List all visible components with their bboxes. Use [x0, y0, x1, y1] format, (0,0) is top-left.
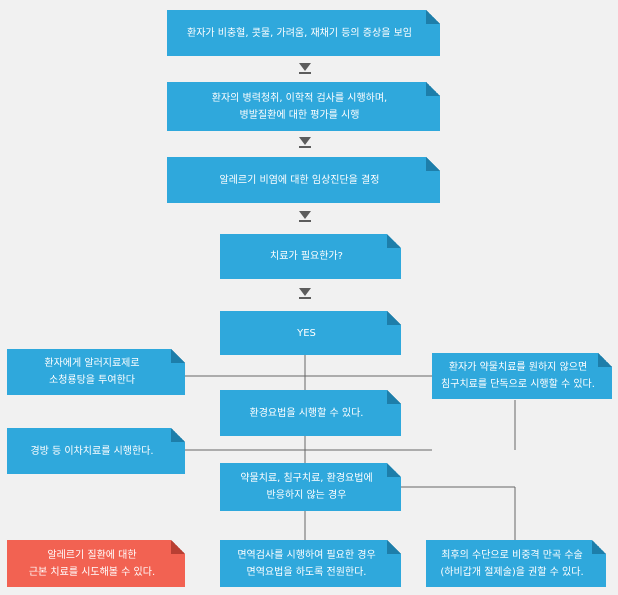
fold-need-treatment [387, 234, 401, 248]
node-root-treatment: 알레르기 질환에 대한 근본 치료를 시도해볼 수 있다. [7, 540, 185, 587]
fold-history [426, 82, 440, 96]
node-yes: YES [220, 311, 401, 355]
fold-acupuncture-only [598, 353, 612, 367]
node-history: 환자의 병력청취, 이학적 검사를 시행하며, 병발질환에 대한 평가를 시행 [167, 82, 440, 131]
fold-environmental [387, 390, 401, 404]
fold-immunotherapy [387, 540, 401, 554]
node-drug-injection: 환자에게 알러지료제로 소청룡탕을 투여한다 [7, 349, 185, 395]
fold-yes [387, 311, 401, 325]
fold-root-treatment [171, 540, 185, 554]
arrow-down-icon [298, 62, 312, 76]
fold-secondary [171, 428, 185, 442]
node-need-treatment: 치료가 필요한가? [220, 234, 401, 279]
arrow-down-icon [298, 210, 312, 224]
node-diagnosis: 알레르기 비염에 대한 임상진단을 결정 [167, 157, 440, 203]
arrow-down-icon [298, 136, 312, 150]
fold-surgery [592, 540, 606, 554]
node-surgery: 최후의 수단으로 비중격 만곡 수술 (하비갑개 절제술)을 권할 수 있다. [426, 540, 606, 587]
fold-symptoms [426, 10, 440, 24]
node-secondary: 경방 등 이차치료를 시행한다. [7, 428, 185, 474]
node-acupuncture-only: 환자가 약물치료를 원하지 않으면 침구치료를 단독으로 시행할 수 있다. [432, 353, 612, 399]
arrow-down-icon [298, 287, 312, 301]
fold-drug-injection [171, 349, 185, 363]
node-immunotherapy: 면역검사를 시행하여 필요한 경우 면역요법을 하도록 전원한다. [220, 540, 401, 587]
fold-no-response [387, 463, 401, 477]
node-no-response: 약물치료, 침구치료, 환경요법에 반응하지 않는 경우 [220, 463, 401, 511]
node-environmental: 환경요법을 시행할 수 있다. [220, 390, 401, 436]
fold-diagnosis [426, 157, 440, 171]
node-symptoms: 환자가 비충혈, 콧물, 가려움, 재채기 등의 증상을 보임 [167, 10, 440, 56]
